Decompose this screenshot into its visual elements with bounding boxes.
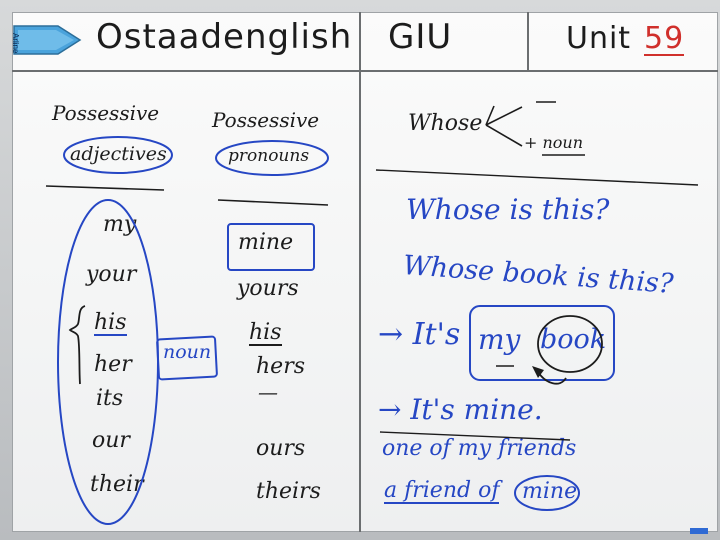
adjective-item: my bbox=[103, 212, 137, 237]
adjective-item: its bbox=[96, 386, 124, 411]
adjective-item: our bbox=[92, 428, 130, 453]
header-middle: GIU bbox=[388, 17, 453, 57]
pronoun-item: ours bbox=[256, 436, 306, 461]
example-1: one of my friends bbox=[382, 436, 577, 461]
answer-2: → It's mine. bbox=[378, 393, 543, 426]
pronoun-item: yours bbox=[237, 276, 299, 301]
pronoun-item: mine bbox=[238, 230, 294, 255]
example-2-mine: mine bbox=[522, 479, 578, 504]
tag-label: Arline bbox=[11, 33, 20, 54]
question-1: Whose is this? bbox=[406, 193, 610, 226]
plus-noun-label: + noun bbox=[524, 133, 584, 152]
header-divider-right bbox=[527, 12, 529, 70]
adjective-item: her bbox=[94, 352, 132, 377]
pronoun-item: hers bbox=[256, 354, 305, 379]
center-divider bbox=[359, 12, 361, 532]
magnet-arrow-tag: Arline bbox=[11, 22, 82, 58]
adjective-item: his bbox=[94, 310, 127, 336]
board-title: Ostaadenglish bbox=[96, 17, 353, 57]
example-2: a friend of bbox=[384, 478, 500, 504]
pronoun-item: his bbox=[249, 320, 282, 346]
adjective-item: your bbox=[86, 262, 137, 287]
heading-adjectives-line2: adjectives bbox=[70, 143, 167, 165]
answer-1-prefix: → It's bbox=[378, 317, 461, 352]
unit-label: Unit bbox=[566, 21, 632, 56]
pronoun-item: theirs bbox=[256, 479, 321, 504]
answer-1-book: book bbox=[540, 324, 607, 355]
heading-pronouns-line2: pronouns bbox=[228, 146, 310, 166]
noun-box-label: noun bbox=[163, 341, 212, 363]
whose-label: Whose bbox=[408, 111, 483, 136]
adjective-item: their bbox=[90, 472, 144, 497]
unit-number: 59 bbox=[644, 21, 685, 56]
pronoun-item: — bbox=[258, 380, 278, 404]
heading-adjectives-line1: Possessive bbox=[52, 101, 160, 125]
heading-pronouns-line1: Possessive bbox=[212, 108, 320, 132]
answer-1-my: my bbox=[478, 323, 521, 356]
header-divider bbox=[12, 70, 718, 72]
arrow-icon bbox=[13, 25, 82, 55]
